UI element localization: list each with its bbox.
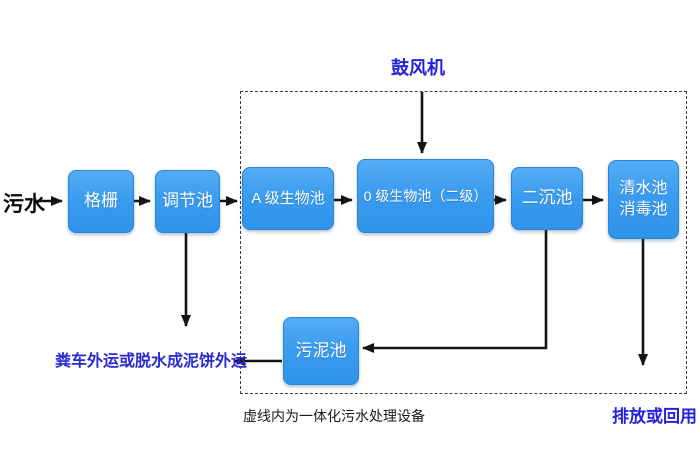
clean-water-tank-label-line1: 清水池 <box>619 179 668 197</box>
process-box-grille: 格栅 <box>68 170 134 233</box>
process-box-regulating-tank-label: 调节池 <box>162 191 213 211</box>
process-box-secondary-sedimentation-tank-label: 二沉池 <box>521 188 573 208</box>
process-box-clean-water-disinfection-tank: 清水池 消毒池 <box>608 160 679 239</box>
process-box-o-level-bio-tank: 0 级生物池（二级） <box>357 159 494 233</box>
process-box-secondary-sedimentation-tank: 二沉池 <box>511 167 583 230</box>
process-box-a-level-bio-tank: A 级生物池 <box>242 167 334 230</box>
process-box-grille-label: 格栅 <box>84 191 118 211</box>
discharge-or-reuse-label: 排放或回用 <box>612 407 697 426</box>
process-box-o-level-bio-tank-label: 0 级生物池（二级） <box>363 187 488 204</box>
clean-water-tank-label-line2: 消毒池 <box>619 200 668 218</box>
influent-label: 污水 <box>3 193 45 216</box>
dashed-boundary-note: 虚线内为一体化污水处理设备 <box>243 408 425 424</box>
sludge-disposal-label: 粪车外运或脱水成泥饼外运 <box>55 353 248 370</box>
process-box-sludge-tank-label: 污泥池 <box>295 340 347 360</box>
process-box-sludge-tank: 污泥池 <box>283 317 359 385</box>
integrated-equipment-dashed-boundary <box>240 91 687 394</box>
blower-label: 鼓风机 <box>391 58 445 78</box>
process-box-regulating-tank: 调节池 <box>155 170 220 233</box>
process-box-a-level-bio-tank-label: A 级生物池 <box>251 189 325 207</box>
